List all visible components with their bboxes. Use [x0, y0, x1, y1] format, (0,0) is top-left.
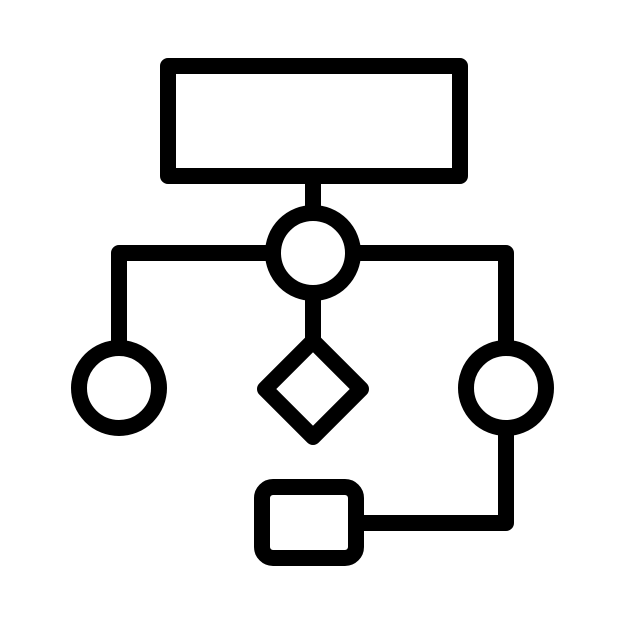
right-connector-circle [458, 340, 554, 436]
decision-diamond [257, 333, 369, 445]
diagram-nodes [71, 58, 554, 566]
edge-center-connector-to-right-connector [345, 245, 514, 353]
center-connector-circle [265, 205, 361, 301]
edge-center-connector-to-left-connector [111, 245, 281, 353]
left-connector-circle [71, 340, 167, 436]
bottom-process-rounded-box [254, 479, 364, 566]
top-process-box [160, 58, 468, 184]
edge-right-connector-to-bottom-process [348, 425, 514, 531]
diagram-edges [111, 170, 514, 531]
